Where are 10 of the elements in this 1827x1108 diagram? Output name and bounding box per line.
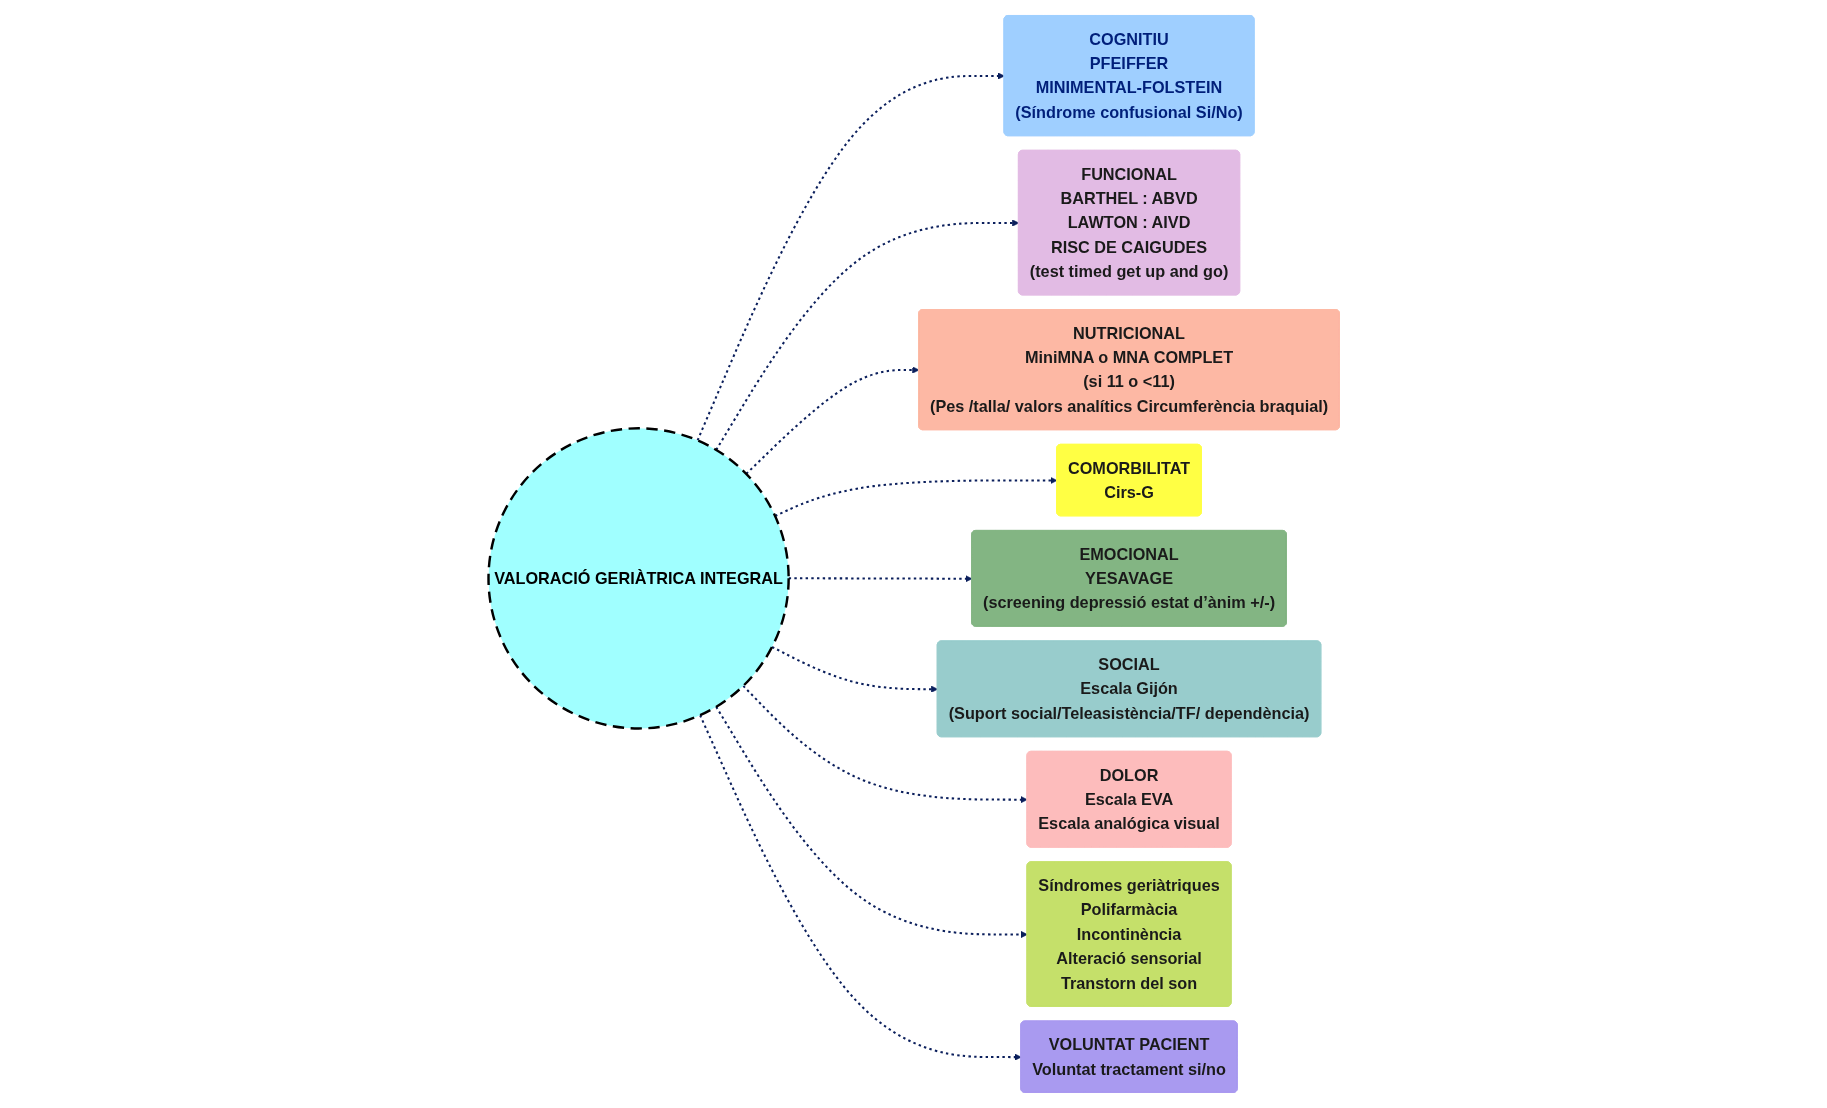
arrow (714, 219, 1019, 451)
arrow (774, 476, 1057, 517)
arrow (745, 366, 919, 475)
arrow (771, 646, 938, 693)
arrow (742, 685, 1028, 804)
node-circle: VALORACIÓ GERIÀTRICA INTEGRAL (486, 427, 790, 730)
arrow (788, 575, 972, 583)
arrow (698, 714, 1022, 1061)
arrow (696, 72, 1005, 441)
arrow (714, 706, 1028, 939)
